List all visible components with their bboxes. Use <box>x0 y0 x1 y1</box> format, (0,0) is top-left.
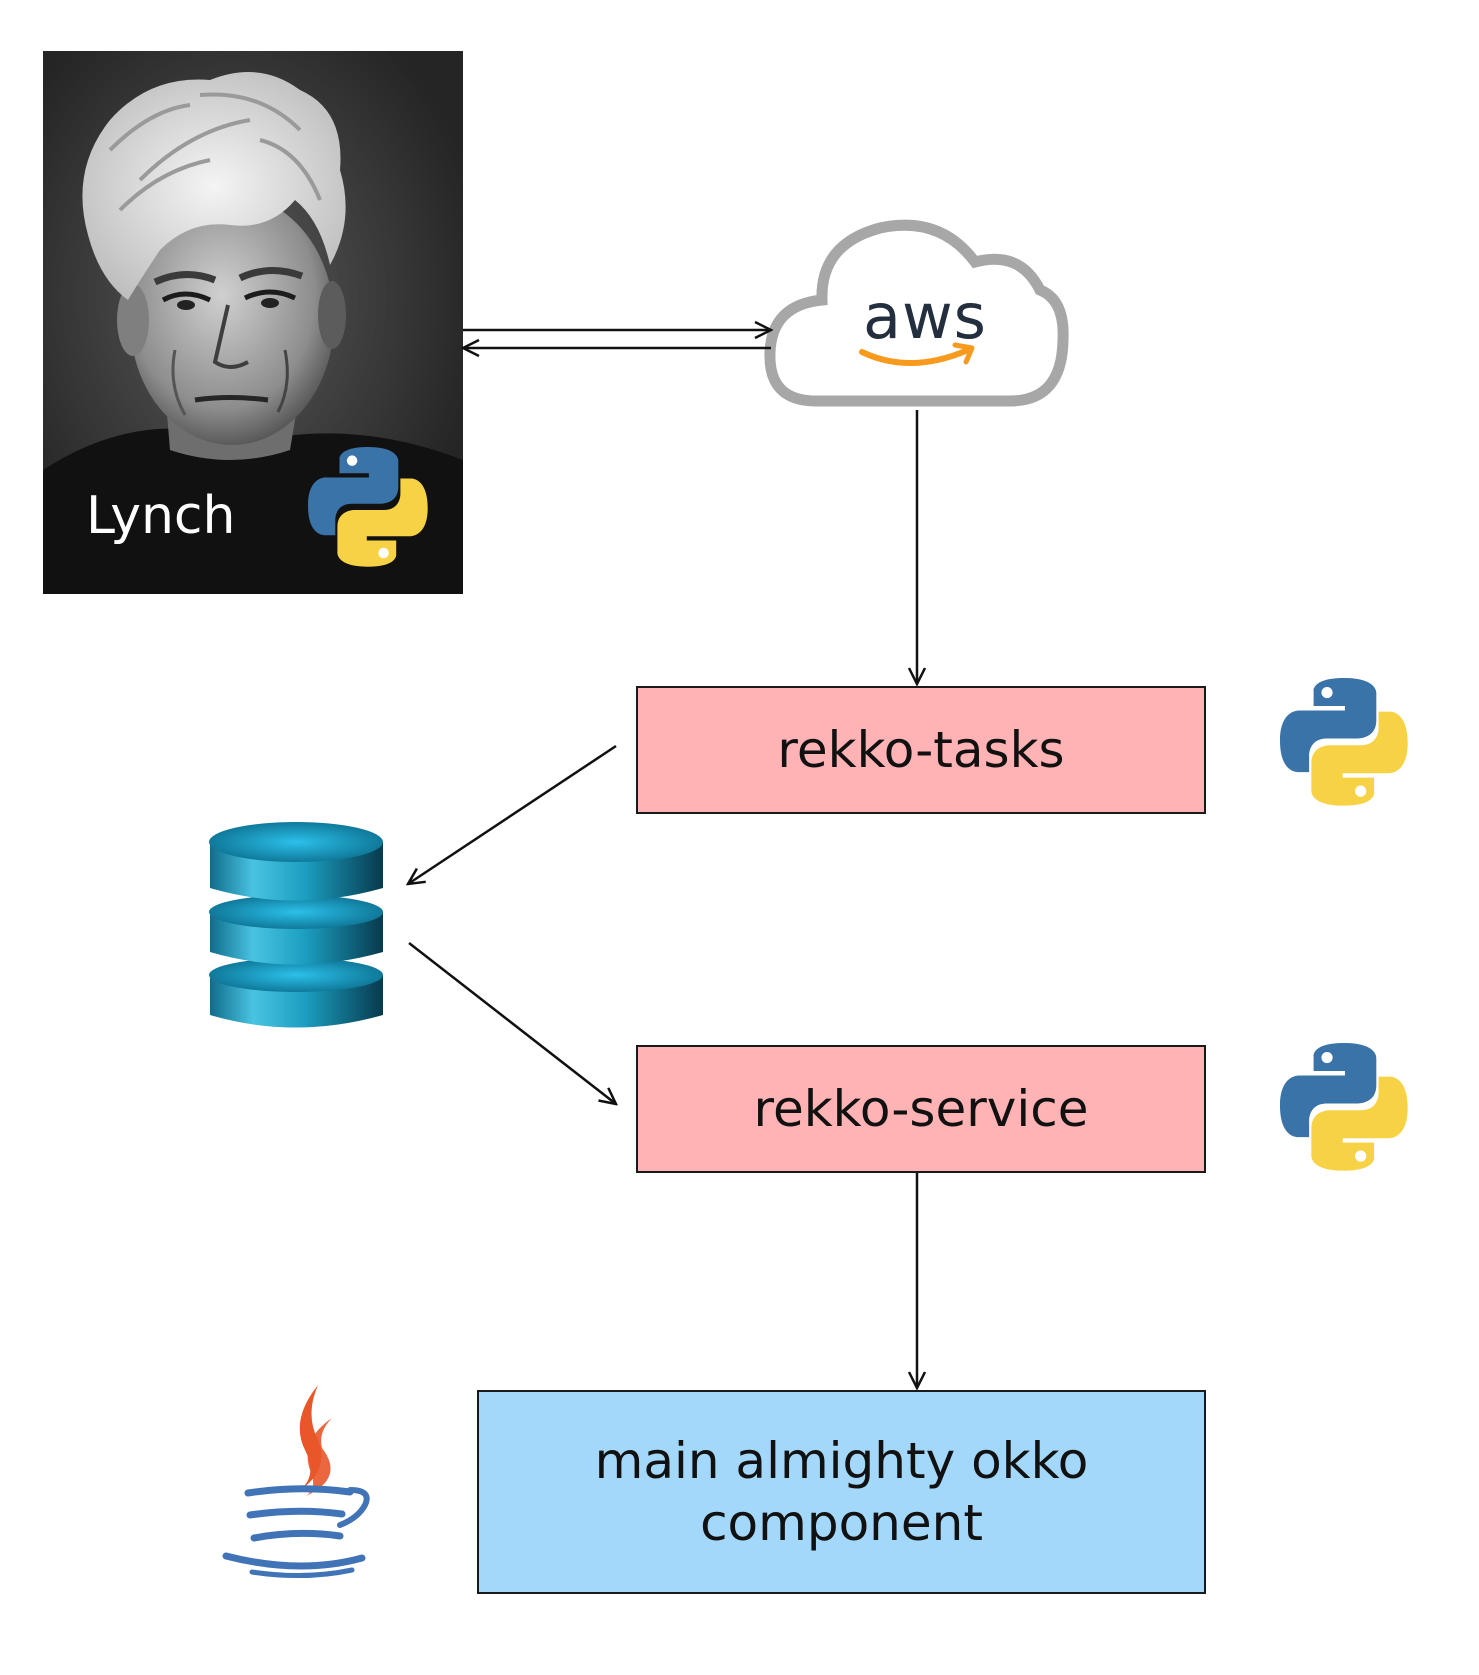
aws-cloud-icon <box>764 219 1069 407</box>
python-logo-icon <box>308 447 428 567</box>
rekko-service-node: rekko-service <box>636 1045 1206 1173</box>
database-icon <box>209 822 383 1028</box>
aws-wordmark: aws <box>862 280 987 353</box>
main-component-node: main almighty okko component <box>477 1390 1206 1594</box>
python-logo-icon <box>1280 678 1408 806</box>
main-component-label-line1: main almighty okko <box>594 1432 1089 1490</box>
portrait-photo <box>43 51 463 594</box>
rekko-service-label: rekko-service <box>753 1080 1089 1138</box>
rekko-service-box-bg <box>636 1045 1206 1173</box>
arrow-database-to-rekko-service <box>408 942 616 1104</box>
portrait-caption: Lynch <box>86 486 236 546</box>
main-component-box-bg <box>477 1390 1206 1594</box>
java-logo-icon <box>222 1385 370 1579</box>
rekko-tasks-box-bg <box>636 686 1206 814</box>
rekko-tasks-node: rekko-tasks <box>636 686 1206 814</box>
rekko-tasks-label: rekko-tasks <box>777 721 1065 779</box>
python-logo-icon <box>1280 1043 1408 1171</box>
arrow-rekko-tasks-to-database <box>408 744 617 884</box>
main-component-label-line2: component <box>700 1494 983 1552</box>
